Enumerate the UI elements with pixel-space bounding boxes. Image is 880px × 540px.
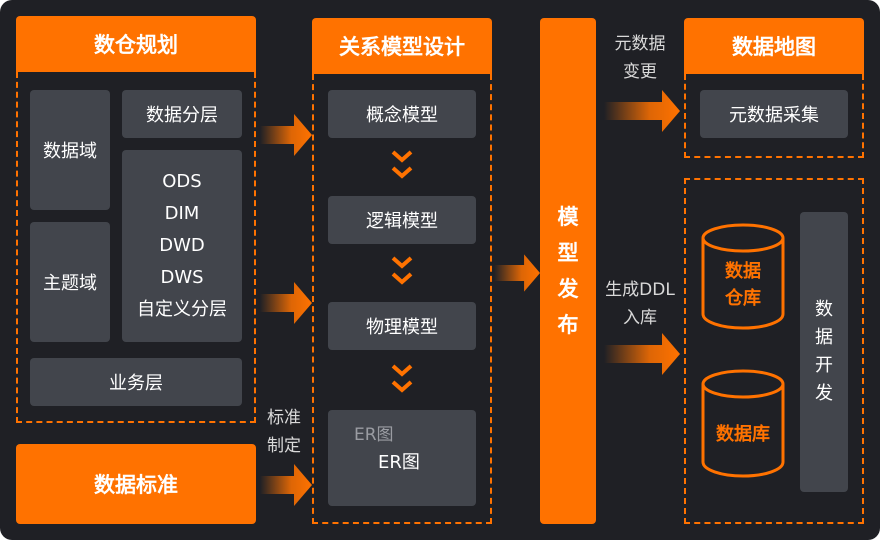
arrow-right-icon [260,464,312,506]
data-warehouse-label: 数据 仓库 [700,258,786,312]
database-label: 数据库 [700,420,786,446]
logical-model-label: 逻辑模型 [366,211,438,232]
ddl-label: 生成DDL 入库 [596,276,684,332]
chevron-down-icon [391,150,413,179]
data-domain-card: 数据域 [30,90,110,210]
arrow-right-icon [604,333,680,375]
business-layer-label: 业务层 [109,373,163,394]
metadata-label-line1: 元数据 [614,34,666,54]
logical-model-card: 逻辑模型 [328,196,476,244]
data-development-card: 数 据 开 发 [800,212,848,492]
layer-ods: ODS [162,171,202,192]
publish-char: 布 [557,313,579,337]
arrow-right-icon [260,282,312,324]
layer-custom: 自定义分层 [137,299,227,320]
layer-dim: DIM [164,203,200,224]
arrow-right-icon [494,254,540,292]
data-warehouse-cylinder-icon [701,223,785,330]
arrow-right-icon [260,114,312,156]
ddl-label-line2: 入库 [623,308,657,328]
publish-char: 发 [557,277,579,301]
layers-card: ODS DIM DWD DWS 自定义分层 [122,150,242,342]
planning-header: 数仓规划 [16,16,256,72]
data-domain-label: 数据域 [43,141,97,162]
dev-char: 据 [815,327,833,348]
physical-model-label: 物理模型 [366,317,438,338]
business-layer-card: 业务层 [30,358,242,406]
layer-dws: DWS [160,267,204,288]
dev-char: 开 [815,355,833,376]
standard-arrow-label: 标准 制定 [260,404,308,460]
layer-dwd: DWD [159,235,205,256]
warehouse-label-line2: 仓库 [725,288,761,309]
datamap-header: 数据地图 [684,18,864,74]
metadata-change-label: 元数据 变更 [600,30,680,86]
chevron-down-icon [391,256,413,285]
conceptual-model-card: 概念模型 [328,90,476,138]
chevron-down-icon [391,364,413,393]
data-layering-card: 数据分层 [122,90,242,138]
conceptual-model-label: 概念模型 [366,105,438,126]
data-standard-title: 数据标准 [94,473,178,497]
relational-container [312,74,492,524]
ddl-label-line1: 生成DDL [605,280,675,300]
storage-container [684,178,864,524]
er-diagram-ghost-label: ER图 [354,425,394,445]
standard-label-line1: 标准 [267,408,301,428]
warehouse-label-line1: 数据 [725,261,761,282]
publish-char: 型 [557,241,579,265]
publish-char: 模 [557,205,579,229]
er-diagram-card: ER图 ER图 [328,410,476,506]
er-diagram-label: ER图 [378,452,420,473]
model-publish-block: 模 型 发 布 [540,18,596,524]
subject-domain-card: 主题域 [30,222,110,342]
planning-title: 数仓规划 [94,33,178,57]
metadata-collect-label: 元数据采集 [729,105,819,126]
datamap-container [684,74,864,158]
dev-char: 发 [815,383,833,404]
datamap-title: 数据地图 [732,35,816,59]
database-cylinder-icon [701,369,785,478]
physical-model-card: 物理模型 [328,302,476,350]
subject-domain-label: 主题域 [43,273,97,294]
standard-label-line2: 制定 [267,436,301,456]
relational-title: 关系模型设计 [339,35,465,59]
data-layering-label: 数据分层 [146,105,218,126]
data-standard-block: 数据标准 [16,444,256,524]
database-label-text: 数据库 [716,424,770,445]
dev-char: 数 [815,299,833,320]
planning-container [16,72,256,423]
metadata-collect-card: 元数据采集 [700,90,848,138]
relational-header: 关系模型设计 [312,18,492,74]
metadata-label-line2: 变更 [623,62,657,82]
arrow-right-icon [604,90,680,132]
